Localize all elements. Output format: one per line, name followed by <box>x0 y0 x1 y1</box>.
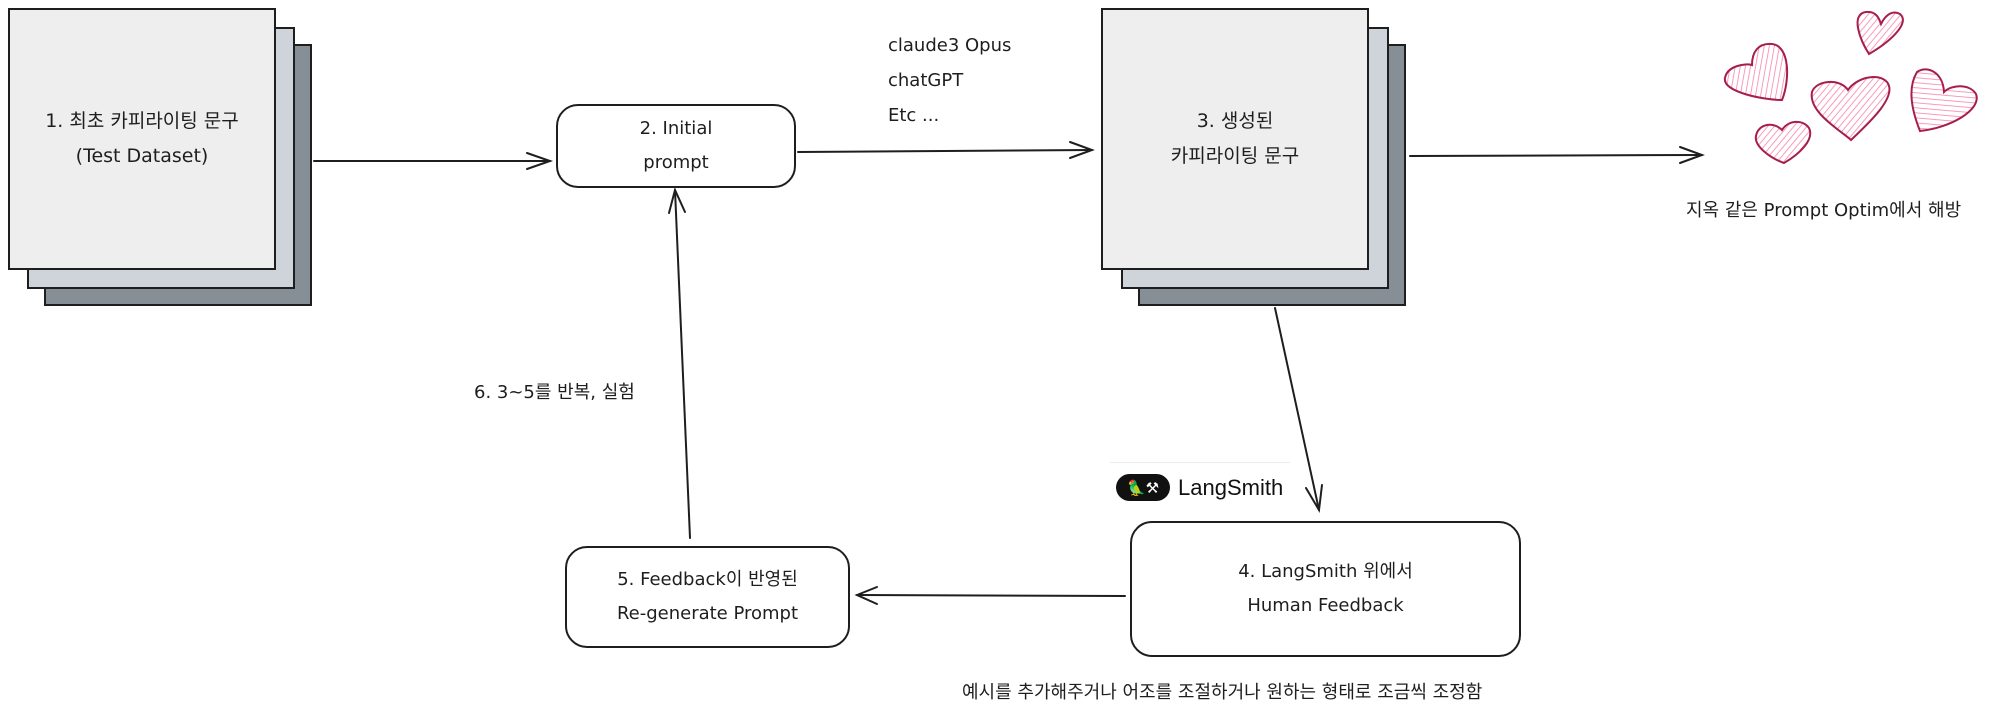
result-label: 지옥 같은 Prompt Optim에서 해방 <box>1686 200 1962 221</box>
heart-icon <box>1910 68 1978 133</box>
step3-line2: 카피라이팅 문구 <box>1170 145 1300 167</box>
heart-icon <box>1723 42 1789 102</box>
stack1-front-layer <box>8 8 276 270</box>
arrow-4-to-5 <box>854 586 1126 605</box>
parrot-tools-icon: 🦜⚒ <box>1116 474 1170 501</box>
model-item: claude3 Opus <box>888 35 1012 56</box>
heart-icon <box>1810 75 1891 142</box>
step2-initial-prompt-box[interactable]: 2. Initial prompt <box>556 104 796 188</box>
divider <box>1110 462 1290 463</box>
step1-line1: 1. 최초 카피라이팅 문구 <box>45 110 239 132</box>
step4-line2: Human Feedback <box>1247 595 1404 616</box>
langsmith-name: LangSmith <box>1178 474 1284 500</box>
langsmith-logo: 🦜⚒ LangSmith <box>1116 474 1283 501</box>
loop-label: 6. 3~5를 반복, 실험 <box>474 382 635 403</box>
stack3-front-layer <box>1101 8 1369 270</box>
hearts-group <box>1723 10 1978 165</box>
arrow-2-to-3 <box>797 141 1095 159</box>
model-item: chatGPT <box>888 70 964 91</box>
feedback-note: 예시를 추가해주거나 어조를 조절하거나 원하는 형태로 조금씩 조정함 <box>962 682 1483 703</box>
heart-icon <box>1754 120 1812 165</box>
arrow-5-to-2 <box>668 187 691 539</box>
step5-line2: Re-generate Prompt <box>616 603 799 624</box>
arrow-3-to-result <box>1409 146 1705 164</box>
step5-regenerate-box[interactable]: 5. Feedback이 반영된 Re-generate Prompt <box>565 546 850 648</box>
step4-human-feedback-box[interactable]: 4. LangSmith 위에서 Human Feedback <box>1130 521 1521 657</box>
step1-line2: (Test Dataset) <box>75 145 209 167</box>
step1-label: 1. 최초 카피라이팅 문구 (Test Dataset) <box>8 8 276 270</box>
step5-line1: 5. Feedback이 반영된 <box>617 569 798 590</box>
step2-line2: prompt <box>643 152 709 173</box>
heart-icon <box>1856 10 1904 56</box>
arrow-1-to-2 <box>313 152 554 170</box>
model-list: claude3 Opus chatGPT Etc ... <box>888 28 1011 133</box>
step2-line1: 2. Initial <box>639 118 713 139</box>
model-item: Etc ... <box>888 105 940 126</box>
step4-line1: 4. LangSmith 위에서 <box>1238 561 1413 582</box>
step3-label: 3. 생성된 카피라이팅 문구 <box>1101 8 1369 270</box>
arrow-3-to-4 <box>1274 307 1323 514</box>
step3-line1: 3. 생성된 <box>1196 110 1274 132</box>
